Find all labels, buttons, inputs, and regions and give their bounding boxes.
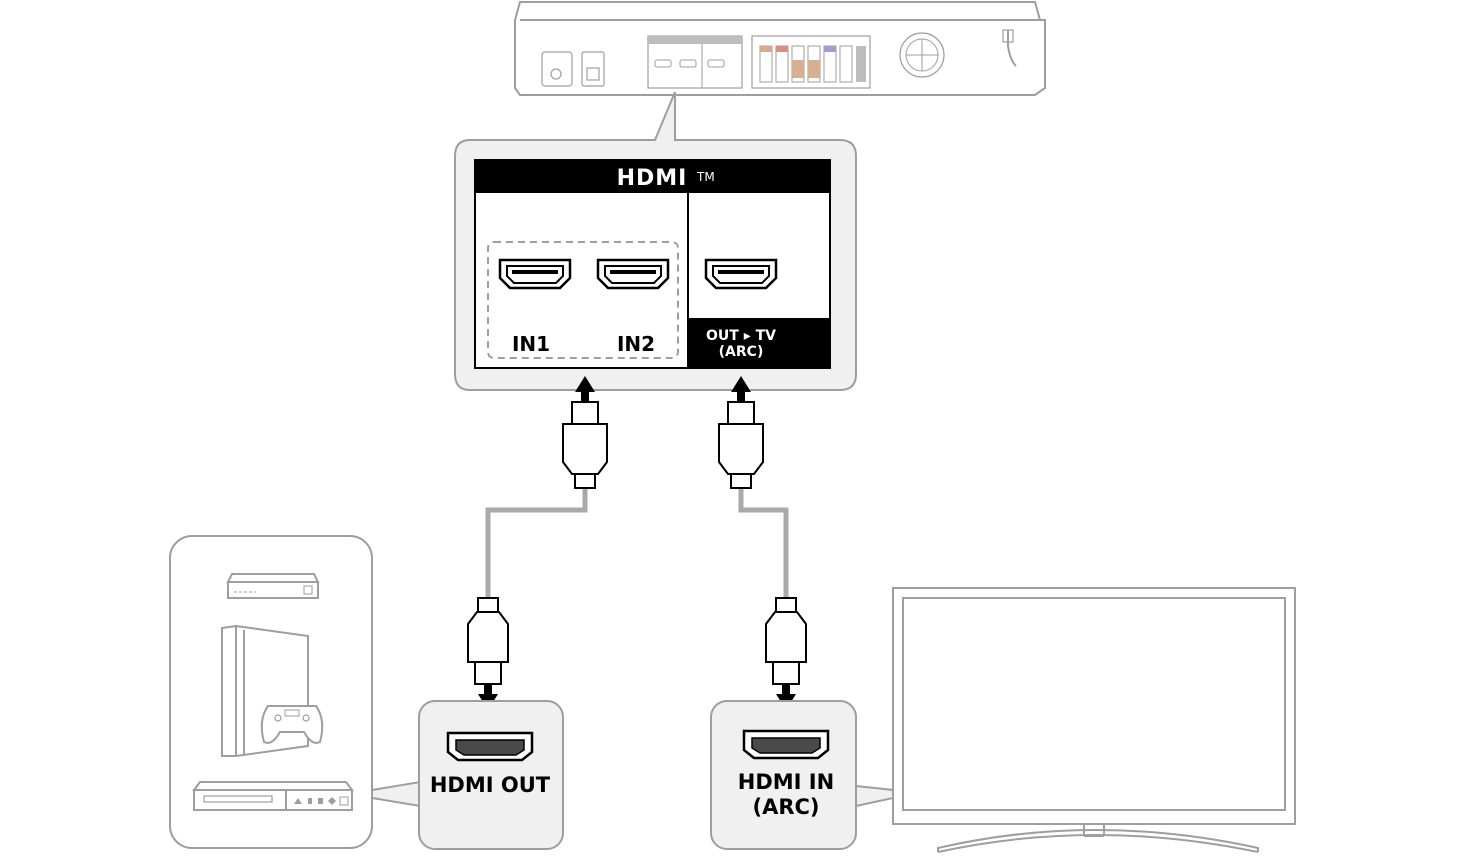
hdmi-cable-out <box>718 401 807 685</box>
port-label-in1: IN1 <box>512 332 550 356</box>
hdmi-out-label: HDMI OUT <box>430 773 551 797</box>
bluray-player-icon <box>192 781 354 811</box>
source-pointer <box>371 780 421 808</box>
source-devices-group <box>169 535 373 849</box>
hdmi-in-label: HDMI IN <box>738 770 834 794</box>
hdmi-out-port-icon <box>446 731 534 762</box>
port-label-out: OUT ▸ TV <box>706 328 776 344</box>
receiver-unit <box>514 1 1046 96</box>
hdmi-cable-in <box>467 401 608 685</box>
tv-hdmi-in-bubble: HDMI IN (ARC) <box>710 700 857 850</box>
hdmi-callout: HDMI TM IN1 IN2 OUT ▸ TV (ARC) <box>454 91 857 391</box>
tv-pointer <box>855 784 894 808</box>
set-top-box-icon <box>226 573 320 599</box>
arrow-up-out-icon <box>731 376 751 402</box>
hdmi-port-in2-icon <box>596 258 670 290</box>
hdmi-in-arc-label: (ARC) <box>752 795 819 819</box>
tv-icon <box>892 587 1296 853</box>
hdmi-port-in1-icon <box>498 258 572 290</box>
hdmi-port-out-icon <box>704 258 778 290</box>
port-label-in2: IN2 <box>617 332 655 356</box>
port-label-out-arc: (ARC) <box>719 344 764 360</box>
game-console-icon <box>221 624 324 758</box>
hdmi-in-port-icon <box>742 729 830 760</box>
hdmi-tm: TM <box>696 170 715 184</box>
arrow-up-in-icon <box>575 376 595 402</box>
source-hdmi-out-bubble: HDMI OUT <box>418 700 564 850</box>
hdmi-logo: HDMI <box>617 166 688 191</box>
